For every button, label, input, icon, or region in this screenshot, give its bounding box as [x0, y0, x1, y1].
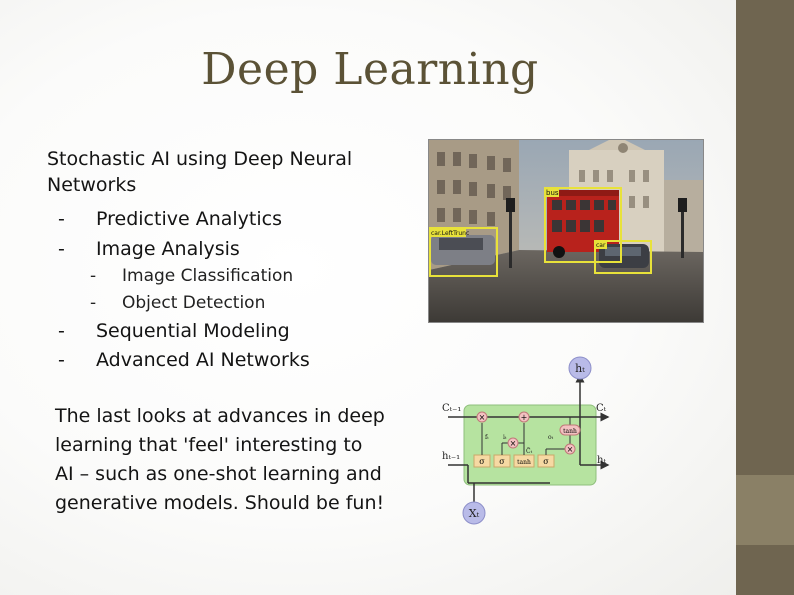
bullet-advanced-ai-networks: - Advanced AI Networks	[58, 347, 310, 373]
bullet-image-analysis: - Image Analysis	[58, 236, 240, 262]
lstm-cell-diagram: σ σ tanh σ × +	[440, 355, 620, 525]
paragraph-line: generative models. Should be fun!	[55, 492, 385, 514]
bullet-dash: -	[58, 238, 65, 260]
bullet-dash: -	[90, 266, 97, 286]
op-multiply-forget: ×	[476, 411, 488, 423]
svg-text:×: ×	[510, 439, 517, 448]
label-car-right: car	[596, 242, 606, 249]
intro-line-1: Stochastic AI using Deep Neural	[47, 148, 353, 170]
svg-text:hₜ: hₜ	[575, 362, 585, 375]
bullet-label: Advanced AI Networks	[96, 349, 310, 371]
label-h-next: hₜ	[597, 455, 606, 466]
label-c-tilde: C̃ₜ	[526, 448, 533, 455]
svg-text:×: ×	[567, 445, 574, 454]
bullet-dash: -	[58, 208, 65, 230]
bullet-predictive-analytics: - Predictive Analytics	[58, 206, 282, 232]
gate-output: σ	[537, 454, 555, 468]
label-c-prev: Cₜ₋₁	[442, 403, 461, 414]
gate-forget: σ	[473, 454, 491, 468]
gate-input: σ	[493, 454, 511, 468]
op-add: +	[518, 411, 530, 423]
gate-candidate: tanh	[513, 454, 535, 468]
closing-paragraph: The last looks at advances in deep learn…	[55, 402, 405, 518]
decorative-sidebar-accent	[736, 475, 794, 545]
label-i: iₜ	[503, 434, 507, 441]
paragraph-line: AI – such as one-shot learning and	[55, 463, 382, 485]
svg-text:σ: σ	[499, 457, 505, 466]
op-tanh: tanh	[559, 424, 581, 436]
label-bus: bus	[546, 189, 559, 197]
svg-text:σ: σ	[479, 457, 485, 466]
label-c-next: Cₜ	[596, 403, 607, 414]
bullet-label: Object Detection	[122, 293, 266, 313]
object-detection-photo: bus car.LeftTrunc car	[428, 139, 704, 323]
label-o: oₜ	[548, 434, 554, 441]
bullet-label: Image Classification	[122, 266, 294, 286]
street-scene-image: bus car.LeftTrunc car	[429, 140, 703, 322]
svg-text:tanh: tanh	[563, 428, 577, 435]
bullet-sequential-modeling: - Sequential Modeling	[58, 318, 290, 344]
bullet-label: Sequential Modeling	[96, 320, 290, 342]
bullet-dash: -	[90, 293, 97, 313]
paragraph-line: learning that 'feel' interesting to	[55, 434, 363, 456]
intro-line-2: Networks	[47, 174, 137, 196]
bullet-label: Image Analysis	[96, 238, 240, 260]
output-node-h: hₜ	[568, 356, 592, 380]
label-f: fₜ	[485, 434, 489, 441]
op-multiply-output: ×	[564, 443, 576, 455]
op-multiply-input: ×	[507, 437, 519, 449]
slide-title: Deep Learning	[201, 44, 539, 95]
svg-text:×: ×	[479, 413, 486, 422]
bullet-dash: -	[58, 349, 65, 371]
bullet-dash: -	[58, 320, 65, 342]
input-node-x: Xₜ	[462, 501, 486, 525]
bullet-label: Predictive Analytics	[96, 208, 282, 230]
svg-text:Xₜ: Xₜ	[469, 507, 480, 520]
svg-text:σ: σ	[543, 457, 549, 466]
svg-text:+: +	[521, 413, 528, 422]
sub-bullet-object-detection: - Object Detection	[90, 292, 265, 314]
paragraph-line: The last looks at advances in deep	[55, 405, 385, 427]
label-car-left: car.LeftTrunc	[431, 230, 469, 237]
label-h-prev: hₜ₋₁	[442, 451, 460, 462]
svg-text:tanh: tanh	[517, 459, 531, 466]
intro-text: Stochastic AI using Deep Neural Networks	[47, 146, 407, 198]
sub-bullet-image-classification: - Image Classification	[90, 265, 293, 287]
